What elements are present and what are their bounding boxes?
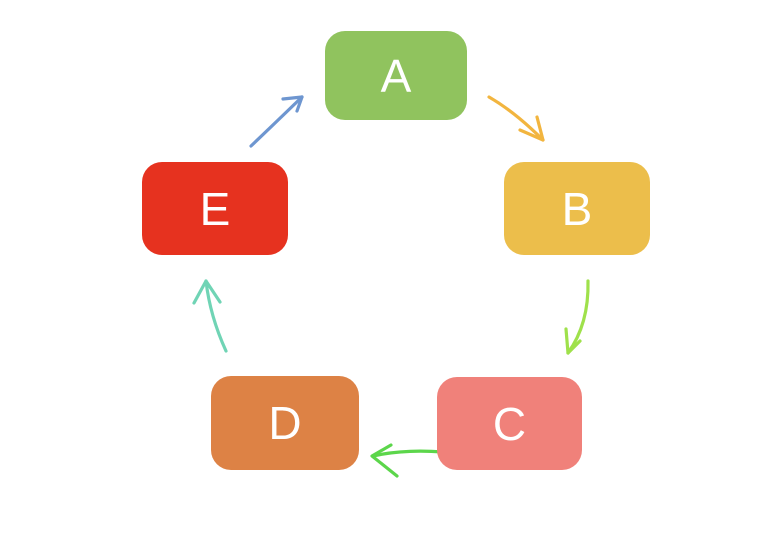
arrowhead (370, 443, 399, 478)
node-a: A (325, 31, 467, 120)
arrowhead (192, 279, 222, 305)
node-label: C (492, 397, 527, 450)
arrowhead (564, 327, 582, 355)
arrow-d-to-e (192, 279, 228, 353)
arrow-shaft (487, 95, 545, 142)
arrow-b-to-c (564, 279, 590, 355)
arrow-e-to-a (249, 95, 304, 148)
arrow-shaft (371, 449, 445, 458)
node-d: D (211, 376, 359, 470)
arrowhead (281, 95, 304, 113)
node-label: E (199, 182, 231, 235)
arrow-shaft (204, 279, 228, 353)
node-label: A (380, 49, 412, 102)
arrow-a-to-b (487, 95, 545, 142)
node-label: D (268, 397, 302, 449)
node-c: C (437, 377, 582, 470)
arrowhead (518, 115, 545, 142)
node-b: B (504, 162, 650, 255)
arrow-c-to-d (370, 443, 445, 478)
node-e: E (142, 162, 288, 255)
node-label: B (561, 182, 593, 235)
arrow-shaft (249, 95, 304, 148)
